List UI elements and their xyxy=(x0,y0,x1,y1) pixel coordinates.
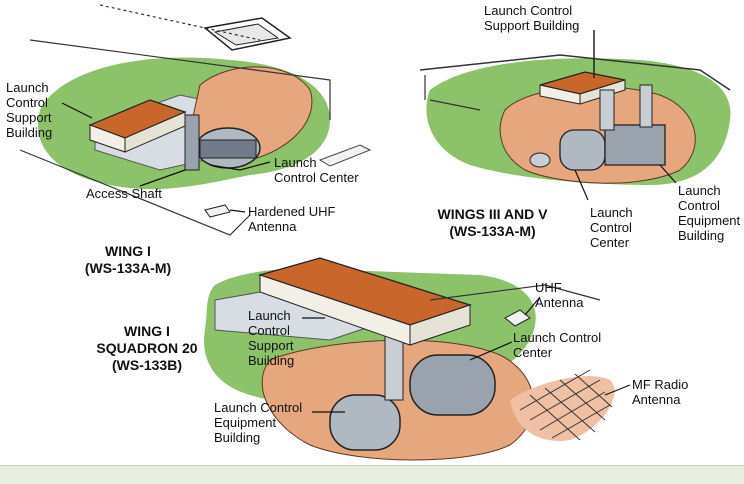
leader-lines xyxy=(61,102,677,413)
wings35-title: WINGS III AND V (WS-133A-M) xyxy=(437,206,548,239)
sq20-title: WING I SQUADRON 20 (WS-133B) xyxy=(96,323,198,373)
wing1-control-center-label: Launch Control Center xyxy=(274,155,359,185)
sq20-equipment-building-label: Launch Control Equipment Building xyxy=(214,400,303,445)
sq20-support-building-label: Launch Control Support Building xyxy=(248,308,295,368)
wing1-uhf-antenna-label: Hardened UHF Antenna xyxy=(248,204,336,234)
wing1-support-building-label: Launch Control Support Building xyxy=(6,80,53,140)
footer-bar xyxy=(0,465,744,484)
missile-site-illustration: WING I (WS-133A-M) WINGS III AND V (WS-1… xyxy=(6,3,741,461)
wings35-site-drawing xyxy=(419,30,731,185)
sq20-uhf-antenna-label: UHF Antenna xyxy=(535,280,584,310)
wing1-access-shaft-label: Access Shaft xyxy=(86,186,162,201)
illustration-art xyxy=(19,4,731,461)
wings35-control-center-label: Launch Control Center xyxy=(590,205,633,250)
wings35-support-building-label: Launch Control Support Building xyxy=(484,3,580,33)
sq20-mf-radio-antenna-label: MF Radio Antenna xyxy=(632,377,689,407)
wing1-title: WING I (WS-133A-M) xyxy=(84,243,172,276)
sq20-control-center-label: Launch Control Center xyxy=(513,330,602,360)
wing1-site-drawing xyxy=(19,4,372,236)
wings35-equipment-building-label: Launch Control Equipment Building xyxy=(678,183,741,243)
sq20-site-drawing xyxy=(204,257,615,461)
